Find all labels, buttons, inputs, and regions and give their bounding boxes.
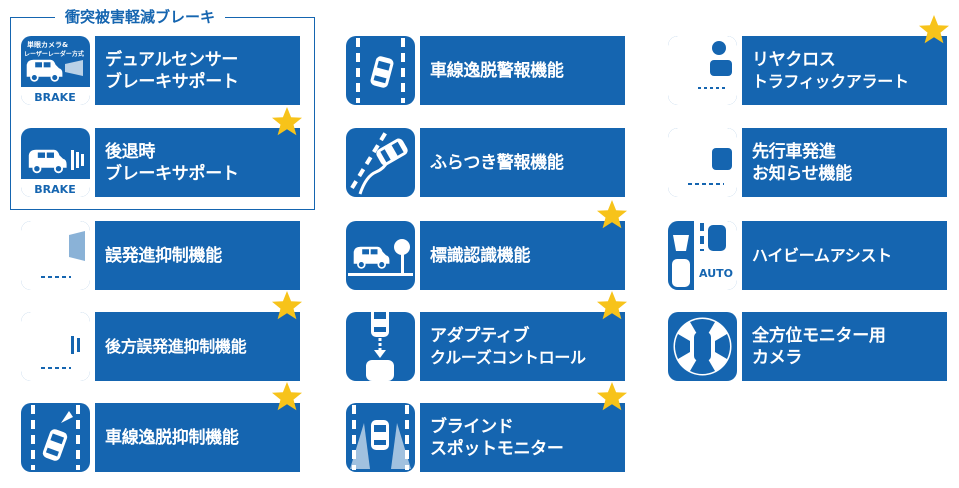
blind-spot-icon	[346, 403, 415, 472]
feature-label: ふらつき警報機能	[420, 128, 625, 197]
star-icon	[271, 106, 303, 138]
feature-label-line: リヤクロス	[752, 49, 836, 70]
feature-tile-misstart-rear: 後方誤発進抑制機能	[21, 291, 302, 381]
star-icon	[596, 290, 628, 322]
lane-keep-icon	[21, 403, 90, 472]
feature-label-line: 先行車発進	[752, 141, 836, 162]
feature-tile-lead-vehicle: 先行車発進お知らせ機能	[668, 128, 947, 197]
misstart-rear-icon	[21, 312, 90, 381]
dual-sensor-icon: 単眼カメラ& レーザーレーダー方式 BRAKE	[21, 36, 90, 105]
svg-text:レーザーレーダー方式: レーザーレーダー方式	[24, 50, 84, 58]
feature-tile-misstart-front: 誤発進抑制機能	[21, 221, 300, 290]
feature-label-line: お知らせ機能	[752, 163, 852, 184]
feature-tile-lane-keep: 車線逸脱抑制機能	[21, 382, 302, 472]
feature-label: 後方誤発進抑制機能	[95, 312, 300, 381]
star-icon	[918, 14, 950, 46]
feature-tile-adaptive-cruise: アダプティブクルーズコントロール	[346, 291, 627, 381]
svg-text:BRAKE: BRAKE	[34, 91, 75, 104]
sway-warning-icon	[346, 128, 415, 197]
feature-tile-around-view: 全方位モニター用カメラ	[668, 312, 947, 381]
feature-label-line: ブレーキサポート	[105, 71, 239, 92]
lane-warning-icon	[346, 36, 415, 105]
lead-vehicle-icon	[668, 128, 737, 197]
feature-tile-reverse-brake: BRAKE 後退時ブレーキサポート	[21, 107, 302, 197]
svg-text:AUTO: AUTO	[699, 267, 733, 280]
feature-label-line: ブレーキサポート	[105, 163, 239, 184]
feature-label: 誤発進抑制機能	[95, 221, 300, 290]
group-title: 衝突被害軽減ブレーキ	[55, 8, 226, 26]
feature-label: 先行車発進お知らせ機能	[742, 128, 947, 197]
feature-label-line: 標識認識機能	[430, 245, 531, 266]
feature-label: 後退時ブレーキサポート	[95, 128, 300, 197]
rear-cross-icon	[668, 36, 737, 105]
feature-tile-high-beam: AUTO ハイビームアシスト	[668, 221, 947, 290]
around-view-icon	[668, 312, 737, 381]
feature-label: 標識認識機能	[420, 221, 625, 290]
reverse-brake-icon: BRAKE	[21, 128, 90, 197]
feature-label-line: 全方位モニター用	[752, 325, 886, 346]
feature-tile-lane-warning: 車線逸脱警報機能	[346, 36, 625, 105]
feature-label: ブラインドスポットモニター	[420, 403, 625, 472]
svg-text:単眼カメラ&: 単眼カメラ&	[27, 40, 68, 49]
feature-label-line: アダプティブ	[430, 325, 530, 346]
feature-label-line: ブラインド	[430, 416, 514, 437]
misstart-front-icon	[21, 221, 90, 290]
feature-label: ハイビームアシスト	[742, 221, 947, 290]
feature-tile-rear-cross-traffic: リヤクロストラフィックアラート	[668, 15, 949, 105]
feature-tile-blind-spot: ブラインドスポットモニター	[346, 382, 627, 472]
feature-label: デュアルセンサーブレーキサポート	[95, 36, 300, 105]
feature-label-line: スポットモニター	[430, 438, 564, 459]
feature-label-line: クルーズコントロール	[430, 347, 586, 367]
feature-label-line: デュアルセンサー	[105, 49, 239, 70]
feature-label: 全方位モニター用カメラ	[742, 312, 947, 381]
feature-label-line: 誤発進抑制機能	[105, 245, 222, 266]
star-icon	[271, 381, 303, 413]
feature-tile-sign-recognition: 標識認識機能	[346, 200, 627, 290]
svg-text:BRAKE: BRAKE	[34, 183, 75, 196]
feature-label-line: トラフィックアラート	[752, 71, 909, 91]
feature-label-line: ふらつき警報機能	[430, 152, 564, 173]
feature-label: リヤクロストラフィックアラート	[742, 36, 947, 105]
feature-label-line: 後退時	[105, 141, 156, 162]
feature-label-line: 車線逸脱警報機能	[430, 60, 564, 81]
feature-label-line: ハイビームアシスト	[752, 245, 892, 265]
star-icon	[596, 199, 628, 231]
feature-tile-sway-warning: ふらつき警報機能	[346, 128, 625, 197]
adaptive-cruise-icon	[346, 312, 415, 381]
high-beam-icon: AUTO	[668, 221, 737, 290]
feature-label: 車線逸脱抑制機能	[95, 403, 300, 472]
feature-label: 車線逸脱警報機能	[420, 36, 625, 105]
feature-label: アダプティブクルーズコントロール	[420, 312, 625, 381]
star-icon	[596, 381, 628, 413]
star-icon	[271, 290, 303, 322]
feature-label-line: カメラ	[752, 347, 803, 368]
feature-label-line: 車線逸脱抑制機能	[105, 427, 239, 448]
sign-recognition-icon	[346, 221, 415, 290]
feature-label-line: 後方誤発進抑制機能	[105, 336, 247, 356]
